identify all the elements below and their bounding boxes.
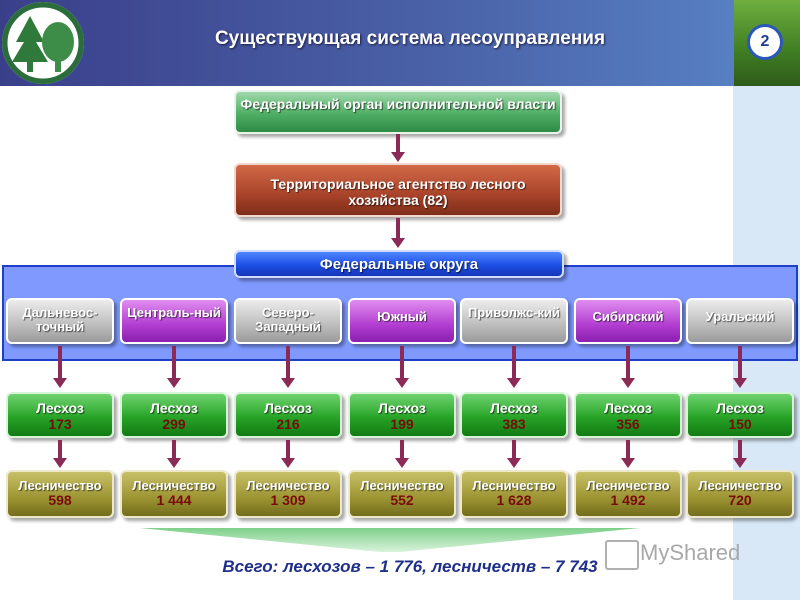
- arrow-down-icon: [281, 346, 295, 390]
- arrow-down-icon: [53, 440, 67, 468]
- leskhoz-label: Лесхоз: [36, 400, 84, 416]
- federal-body-box: Федеральный орган исполнительной власти: [234, 90, 562, 134]
- slide-number-badge: 2: [747, 24, 783, 60]
- lesnichestvo-label: Лесничество: [246, 478, 330, 493]
- lesnichestvo-count: 1 444: [156, 492, 192, 508]
- arrow-down-icon: [167, 440, 181, 468]
- header-bar: Существующая система лесоуправления 2: [0, 0, 800, 86]
- lesnichestvo-count: 1 492: [610, 492, 646, 508]
- district-box: Уральский: [686, 298, 794, 344]
- federal-districts-box: Федеральные округа: [234, 250, 564, 278]
- leskhoz-count: 383: [502, 416, 526, 432]
- page-title: Существующая система лесоуправления: [214, 28, 606, 49]
- territorial-agency-box: Территориальное агентство лесного хозяйс…: [234, 163, 562, 217]
- arrow-down-icon: [395, 346, 409, 390]
- arrow-down-icon: [395, 440, 409, 468]
- lesnichestvo-label: Лесничество: [586, 478, 670, 493]
- district-box: Сибирский: [574, 298, 682, 344]
- watermark-text: MyShared: [640, 540, 741, 565]
- lesnichestvo-count: 552: [390, 492, 414, 508]
- district-box: Северо-Западный: [234, 298, 342, 344]
- lesnichestvo-count: 1 628: [496, 492, 532, 508]
- arrow-down-icon: [507, 346, 521, 390]
- arrow-down-icon: [507, 440, 521, 468]
- lesnichestvo-count: 1 309: [270, 492, 306, 508]
- leskhoz-label: Лесхоз: [264, 400, 312, 416]
- arrow-down-icon: [621, 440, 635, 468]
- lesnichestvo-label: Лесничество: [132, 478, 216, 493]
- leskhoz-label: Лесхоз: [490, 400, 538, 416]
- district-box: Южный: [348, 298, 456, 344]
- district-box: Приволжс-кий: [460, 298, 568, 344]
- arrow-down-icon: [53, 346, 67, 390]
- leskhoz-count: 299: [162, 416, 186, 432]
- leskhoz-count: 173: [48, 416, 72, 432]
- leskhoz-label: Лесхоз: [716, 400, 764, 416]
- leskhoz-label: Лесхоз: [604, 400, 652, 416]
- watermark-logo-icon: [605, 540, 639, 570]
- arrow-down-icon: [281, 440, 295, 468]
- district-box: Централь-ный: [120, 298, 228, 344]
- total-summary: Всего: лесхозов – 1 776, лесничеств – 7 …: [222, 557, 598, 576]
- arrow-down-icon: [167, 346, 181, 390]
- total-fan-shape: [140, 528, 640, 552]
- leskhoz-count: 356: [616, 416, 640, 432]
- arrow-down-icon: [391, 134, 405, 162]
- arrow-down-icon: [621, 346, 635, 390]
- arrow-down-icon: [733, 440, 747, 468]
- lesnichestvo-label: Лесничество: [360, 478, 444, 493]
- lesnichestvo-label: Лесничество: [698, 478, 782, 493]
- lesnichestvo-count: 598: [48, 492, 72, 508]
- leskhoz-count: 216: [276, 416, 300, 432]
- lesnichestvo-label: Лесничество: [472, 478, 556, 493]
- leskhoz-count: 150: [728, 416, 752, 432]
- lesnichestvo-label: Лесничество: [18, 478, 102, 493]
- leskhoz-label: Лесхоз: [378, 400, 426, 416]
- lesnichestvo-count: 720: [728, 492, 752, 508]
- district-box: Дальневос-точный: [6, 298, 114, 344]
- arrow-down-icon: [733, 346, 747, 390]
- leskhoz-count: 199: [390, 416, 414, 432]
- leskhoz-label: Лесхоз: [150, 400, 198, 416]
- forest-logo-icon: [2, 2, 84, 84]
- arrow-down-icon: [391, 218, 405, 248]
